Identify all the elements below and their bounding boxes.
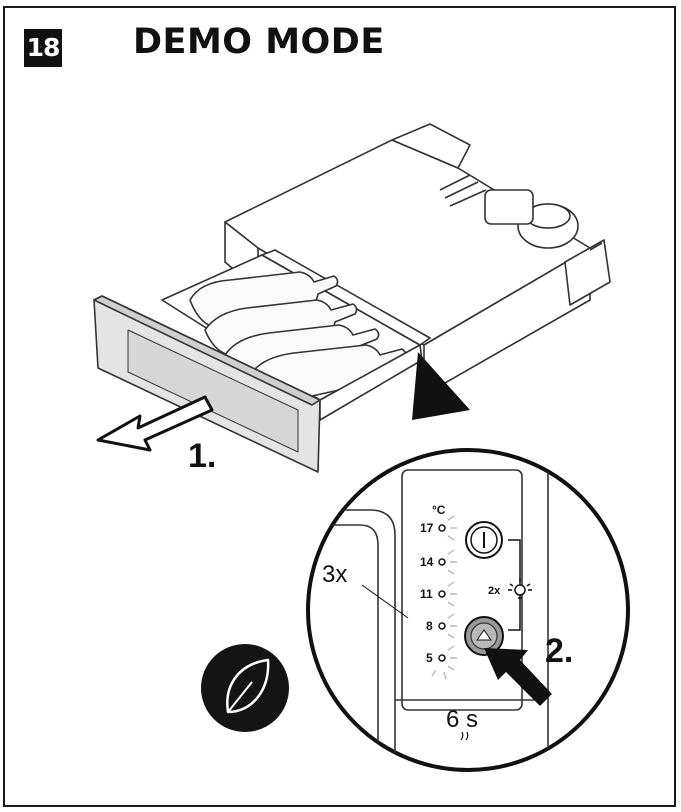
step-1-label: 1. [188,437,216,475]
blink-count-label: 3x [322,561,347,588]
arrow-up-icon [476,629,492,641]
step-number-badge: 18 [24,29,62,67]
drawer [93,249,431,473]
leaf-icon [201,644,289,732]
hold-duration-label: 6 s [446,706,478,733]
step-2-label: 2. [545,632,573,670]
unit-label: °C [432,503,446,517]
blink-marks [431,515,457,680]
hand-mark [460,731,469,741]
mode-button[interactable] [464,616,504,656]
callout-pointer [412,352,470,420]
temp-label-8: 8 [426,619,433,633]
press-count-label: 2x [488,585,501,597]
temp-label-11: 11 [420,587,433,601]
magnified-panel: °C 17 14 11 8 5 3x [306,448,630,772]
temp-label-14: 14 [420,555,434,569]
temp-label-17: 17 [420,521,434,535]
power-button[interactable] [465,521,503,559]
temp-leds [438,524,446,662]
appliance-cabinet [224,123,611,396]
light-icon [508,578,532,599]
temp-label-5: 5 [426,651,433,665]
blink-leader-line [361,584,409,619]
pull-arrow-icon [96,395,214,452]
page-title: DEMO MODE [133,22,385,62]
press-arrow-icon [484,648,552,706]
